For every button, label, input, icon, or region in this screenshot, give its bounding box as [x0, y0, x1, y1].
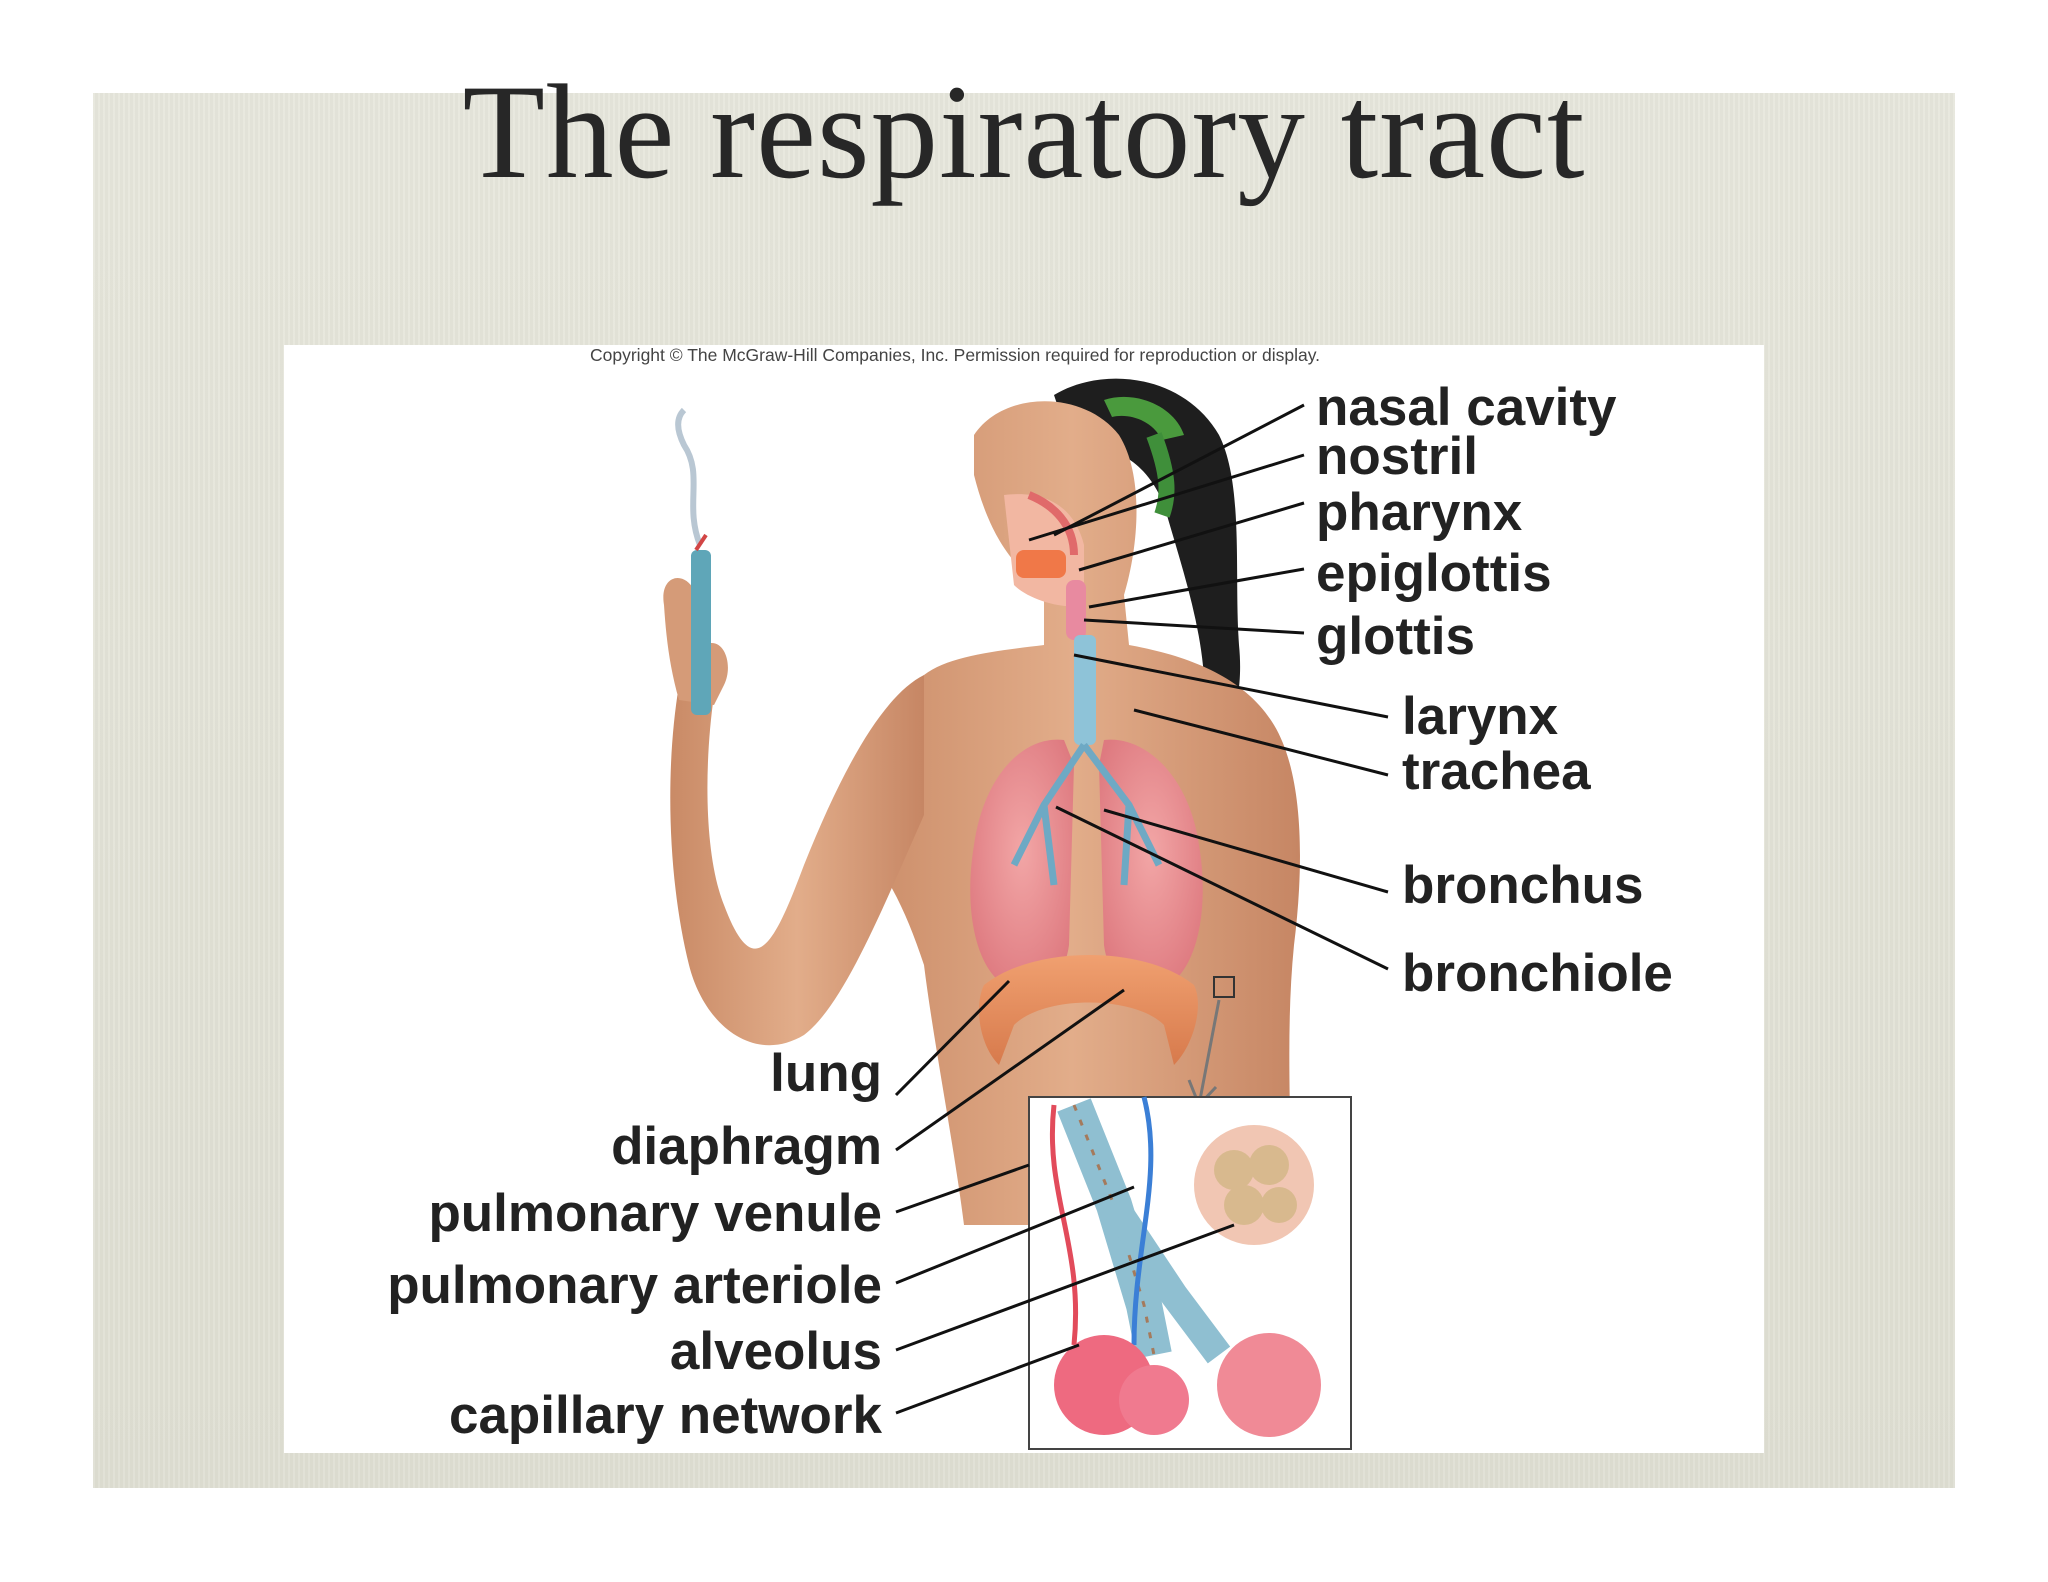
label-bronchus: bronchus: [1402, 856, 1644, 915]
label-epiglottis: epiglottis: [1316, 544, 1552, 603]
label-pulmonary-venule: pulmonary venule: [428, 1184, 882, 1243]
label-bronchiole: bronchiole: [1402, 944, 1673, 1003]
label-pharynx: pharynx: [1316, 483, 1523, 542]
alveoli-inset: [1028, 1096, 1352, 1450]
inhaler: [691, 550, 711, 715]
head-cutaway: [1004, 491, 1084, 607]
leader-lines-right: [1028, 403, 1389, 971]
label-nasal-cavity: nasal cavity: [1316, 378, 1617, 437]
label-alveolus: alveolus: [669, 1322, 882, 1381]
trachea-illustration: [1066, 580, 1096, 745]
leader-lines-left: [894, 979, 1235, 1415]
copyright-notice: Copyright © The McGraw-Hill Companies, I…: [590, 345, 1321, 365]
respiratory-figure: Copyright © The McGraw-Hill Companies, I…: [284, 345, 1764, 1453]
magnify-marker: [1213, 976, 1235, 998]
lungs-illustration: [970, 739, 1203, 989]
label-diaphragm: diaphragm: [611, 1117, 882, 1176]
label-nostril: nostril: [1316, 427, 1478, 486]
label-larynx: larynx: [1402, 687, 1559, 746]
slide-title: The respiratory tract: [462, 58, 1586, 207]
diaphragm-illustration: [979, 955, 1198, 1065]
anatomy-illustration: [663, 378, 1389, 1450]
label-glottis: glottis: [1316, 607, 1475, 666]
smoke: [675, 407, 703, 547]
label-capillary-network: capillary network: [448, 1386, 882, 1445]
label-pulmonary-arteriole: pulmonary arteriole: [387, 1256, 882, 1315]
label-lung: lung: [770, 1044, 882, 1103]
headband: [1104, 396, 1184, 440]
label-trachea: trachea: [1402, 742, 1591, 801]
